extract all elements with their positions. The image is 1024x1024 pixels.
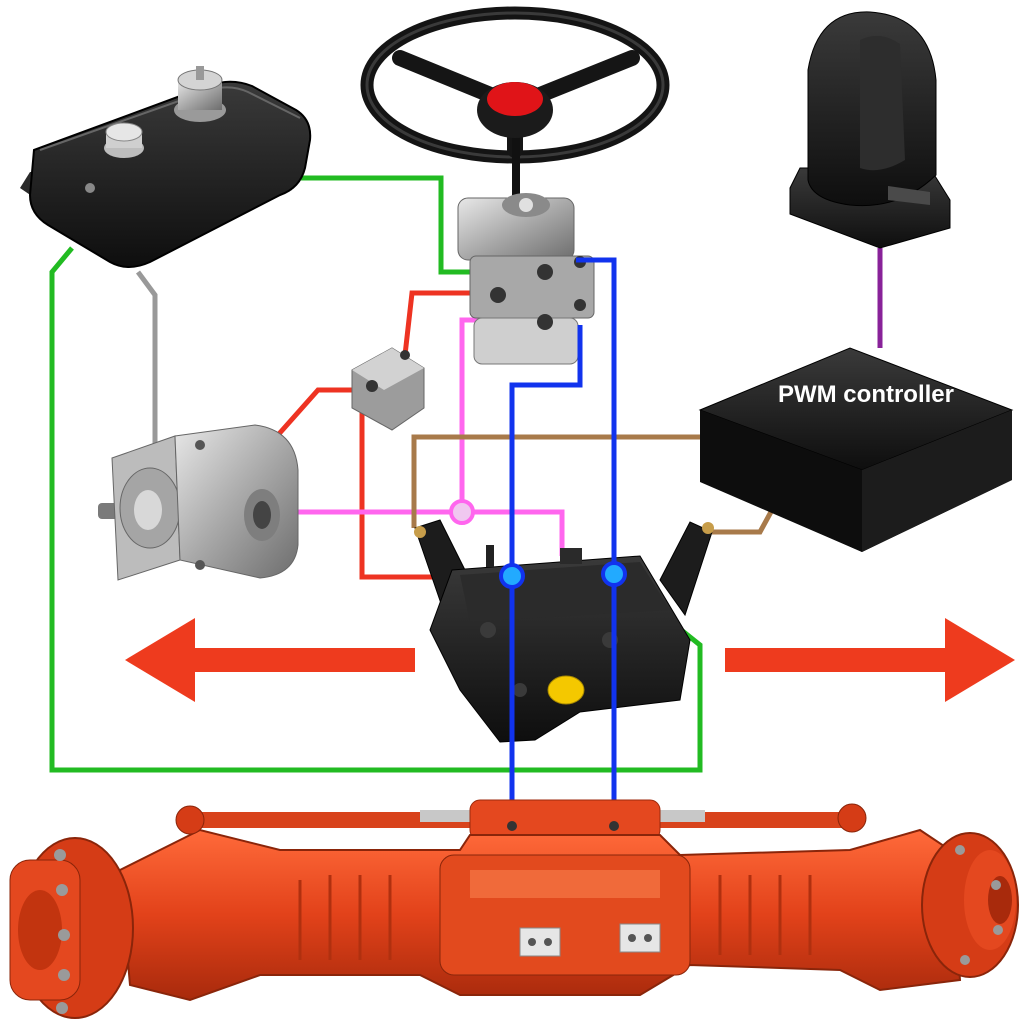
joystick bbox=[789, 11, 951, 249]
right-direction-arrow bbox=[725, 618, 1015, 702]
cylinder-port-right bbox=[609, 821, 619, 831]
left-direction-arrow bbox=[125, 618, 415, 702]
load-sense-line-pump-to-valve bbox=[262, 509, 565, 556]
oil-tank bbox=[20, 66, 312, 268]
pwm-controller: PWM controller bbox=[698, 347, 1014, 552]
cylinder-port-left bbox=[507, 821, 517, 831]
cylinder-lines bbox=[509, 257, 617, 826]
priority-valve bbox=[351, 347, 425, 431]
pressure-line-pump-to-priority-valve bbox=[276, 387, 360, 437]
proportional-valve-block bbox=[414, 519, 714, 743]
steering-axle bbox=[9, 799, 1019, 1019]
cable-controller-to-right-solenoid bbox=[712, 508, 775, 535]
cylinder-junction-right bbox=[601, 561, 627, 587]
cable-controller-to-left-solenoid bbox=[411, 434, 708, 528]
hydraulic-lines bbox=[49, 175, 883, 773]
cylinder-junction-left bbox=[499, 563, 525, 589]
pwm-controller-label: PWM controller bbox=[778, 381, 954, 408]
line-junctions bbox=[449, 499, 627, 589]
steering-unit bbox=[457, 193, 595, 365]
steering-wheel bbox=[360, 6, 670, 200]
suction-line-tank-to-pump bbox=[135, 270, 158, 445]
load-sense-junction bbox=[449, 499, 475, 525]
return-line-valve-to-tank bbox=[49, 246, 703, 773]
hydraulic-pump bbox=[98, 424, 299, 581]
cylinder-line-left-steering-unit bbox=[509, 325, 583, 826]
cylinder-line-right-steering-unit bbox=[576, 257, 617, 826]
